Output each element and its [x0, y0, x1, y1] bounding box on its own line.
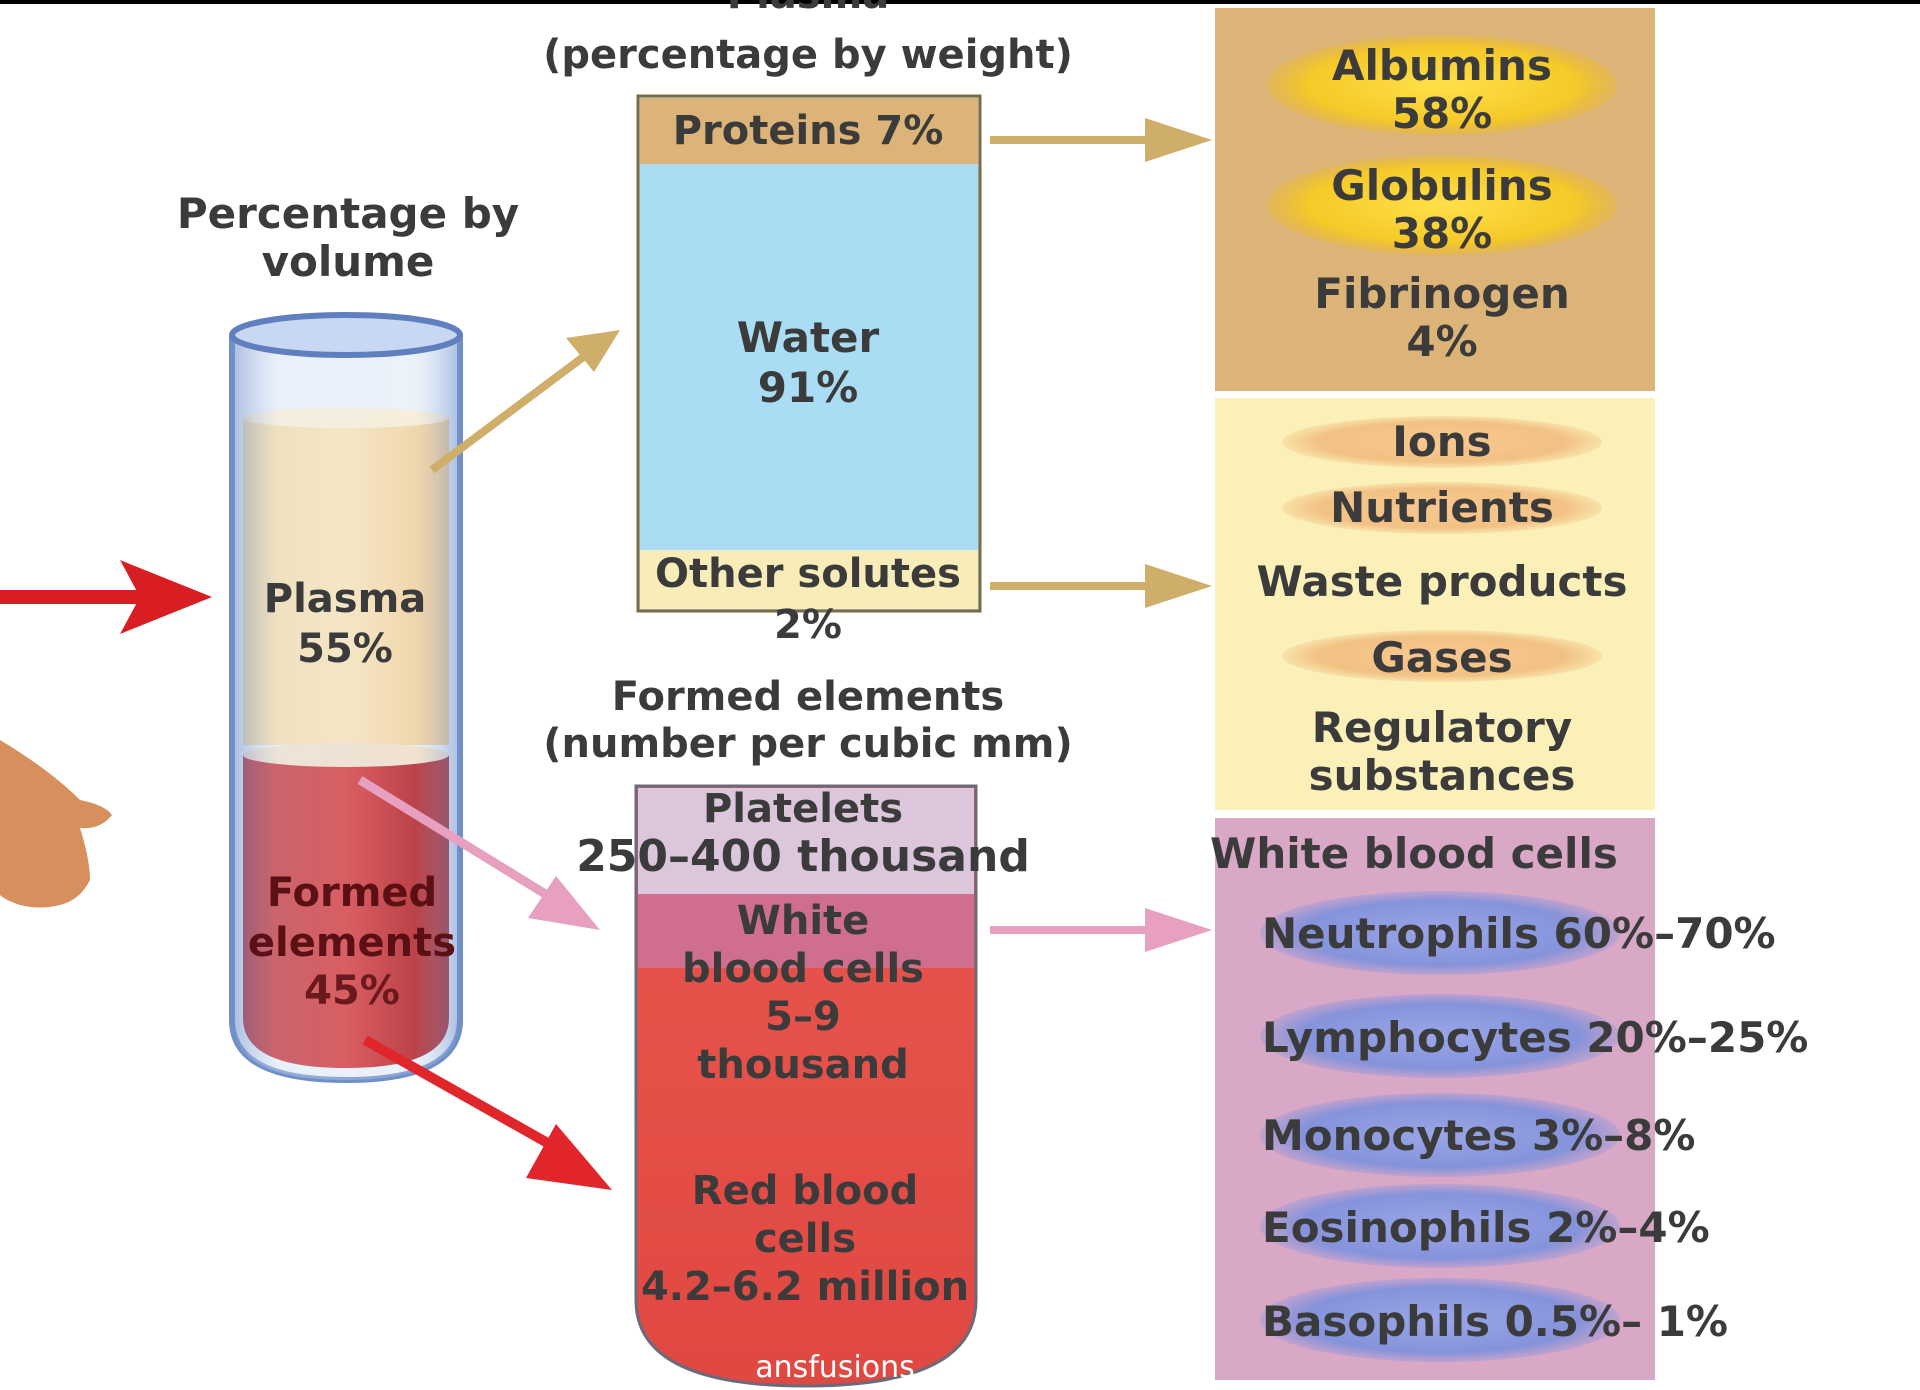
monocytes-label: Monocytes 3%–8%	[1262, 1114, 1695, 1158]
albumins-label: Albumins	[1332, 44, 1552, 88]
wbc-value-line1: 5–9	[765, 996, 841, 1038]
plasma-subheading: (percentage by weight)	[543, 34, 1073, 76]
water-value: 91%	[758, 366, 859, 410]
regulatory-label-line2: substances	[1309, 754, 1576, 798]
tube-heading-line1: Percentage by	[177, 192, 519, 236]
tube-plasma-value: 55%	[297, 628, 393, 670]
globulins-label: Globulins	[1331, 164, 1552, 208]
gases-label: Gases	[1371, 636, 1512, 680]
tube-formed-label-line2: elements	[248, 922, 456, 964]
rbc-label-line1: Red blood	[692, 1170, 918, 1212]
tube-heading-line2: volume	[262, 240, 435, 284]
globulins-value: 38%	[1392, 212, 1493, 256]
water-label: Water	[737, 316, 879, 360]
ions-label: Ions	[1392, 420, 1491, 464]
nutrients-label: Nutrients	[1330, 486, 1554, 530]
platelets-label: Platelets	[703, 788, 903, 830]
rbc-label-line2: cells	[754, 1218, 856, 1260]
rbc-value: 4.2–6.2 million	[641, 1266, 969, 1308]
tube-plasma-label: Plasma	[264, 578, 427, 620]
waste-products-label: Waste products	[1257, 560, 1628, 604]
proteins-label: Proteins 7%	[673, 110, 944, 152]
wbc-value-line2: thousand	[697, 1044, 908, 1086]
tube-formed-value: 45%	[304, 970, 400, 1012]
wbc-panel-heading: White blood cells	[1210, 832, 1618, 876]
basophils-label: Basophils 0.5%– 1%	[1262, 1300, 1728, 1344]
albumins-value: 58%	[1392, 92, 1493, 136]
eosinophils-label: Eosinophils 2%–4%	[1262, 1206, 1710, 1250]
platelets-value: 250–400 thousand	[576, 834, 1030, 880]
plasma-heading: Plasma	[727, 0, 890, 16]
fibrinogen-value: 4%	[1406, 320, 1477, 364]
formed-subheading: (number per cubic mm)	[543, 723, 1073, 765]
other-solutes-label: Other solutes	[655, 553, 961, 595]
other-solutes-value: 2%	[774, 604, 842, 646]
regulatory-label-line1: Regulatory	[1312, 706, 1573, 750]
lymphocytes-label: Lymphocytes 20%–25%	[1262, 1016, 1808, 1060]
hand-image	[0, 740, 112, 908]
wbc-label-line1: White	[737, 900, 870, 942]
tube-formed-label-line1: Formed	[267, 872, 437, 914]
neutrophils-label: Neutrophils 60%–70%	[1262, 912, 1776, 956]
watermark-text: ansfusions	[755, 1352, 915, 1384]
fibrinogen-label: Fibrinogen	[1314, 272, 1569, 316]
wbc-label-line2: blood cells	[682, 948, 924, 990]
formed-heading: Formed elements	[612, 676, 1004, 718]
